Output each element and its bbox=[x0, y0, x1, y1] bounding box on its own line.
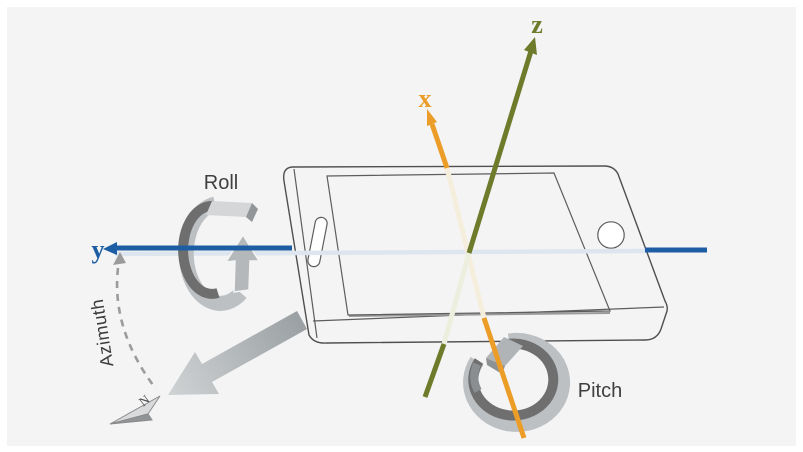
pitch-ring-end-cap bbox=[470, 362, 482, 393]
diagram-background bbox=[7, 7, 796, 446]
pitch-label: Pitch bbox=[578, 380, 622, 402]
roll-ring-inner bbox=[178, 200, 220, 299]
phone-body bbox=[282, 165, 668, 344]
y-axis-arrowhead bbox=[103, 242, 117, 255]
x-axis bbox=[427, 109, 527, 439]
phone-speaker bbox=[307, 216, 328, 268]
z-axis-line-upper bbox=[466, 50, 534, 254]
azimuth-arc-arrowhead bbox=[113, 252, 126, 265]
roll-label: Roll bbox=[204, 172, 238, 194]
azimuth-dashed-arc bbox=[115, 267, 158, 390]
pitch-rotation-icon bbox=[463, 332, 571, 432]
x-axis-line-lower bbox=[481, 317, 527, 439]
roll-ring-end-top bbox=[206, 201, 252, 217]
y-axis bbox=[103, 242, 707, 255]
phone-screen-shadow bbox=[348, 312, 611, 317]
x-axis-line-upper bbox=[429, 123, 450, 169]
y-axis-label: y bbox=[92, 235, 105, 264]
roll-arrowhead bbox=[224, 233, 261, 293]
x-axis-arrowhead bbox=[427, 109, 437, 126]
phone-screen bbox=[326, 172, 611, 316]
z-axis-arrowhead bbox=[524, 37, 537, 55]
z-axis-faded-segment bbox=[441, 252, 472, 345]
x-axis-faded-segment bbox=[444, 167, 487, 319]
x-axis-label: x bbox=[419, 84, 432, 113]
azimuth-direction-arrow bbox=[168, 311, 307, 395]
z-axis-label: z bbox=[531, 10, 543, 39]
roll-ring-end-cap bbox=[246, 203, 258, 222]
phone-home-button bbox=[597, 221, 625, 249]
azimuth-arc bbox=[113, 252, 158, 390]
compass-dart-bottom bbox=[109, 413, 153, 425]
azimuth-label: Azimuth bbox=[87, 298, 117, 369]
z-axis-line-lower bbox=[422, 343, 447, 398]
compass-north-icon: N bbox=[109, 391, 161, 425]
y-axis-faded-segment bbox=[114, 248, 646, 257]
z-axis bbox=[422, 37, 537, 398]
